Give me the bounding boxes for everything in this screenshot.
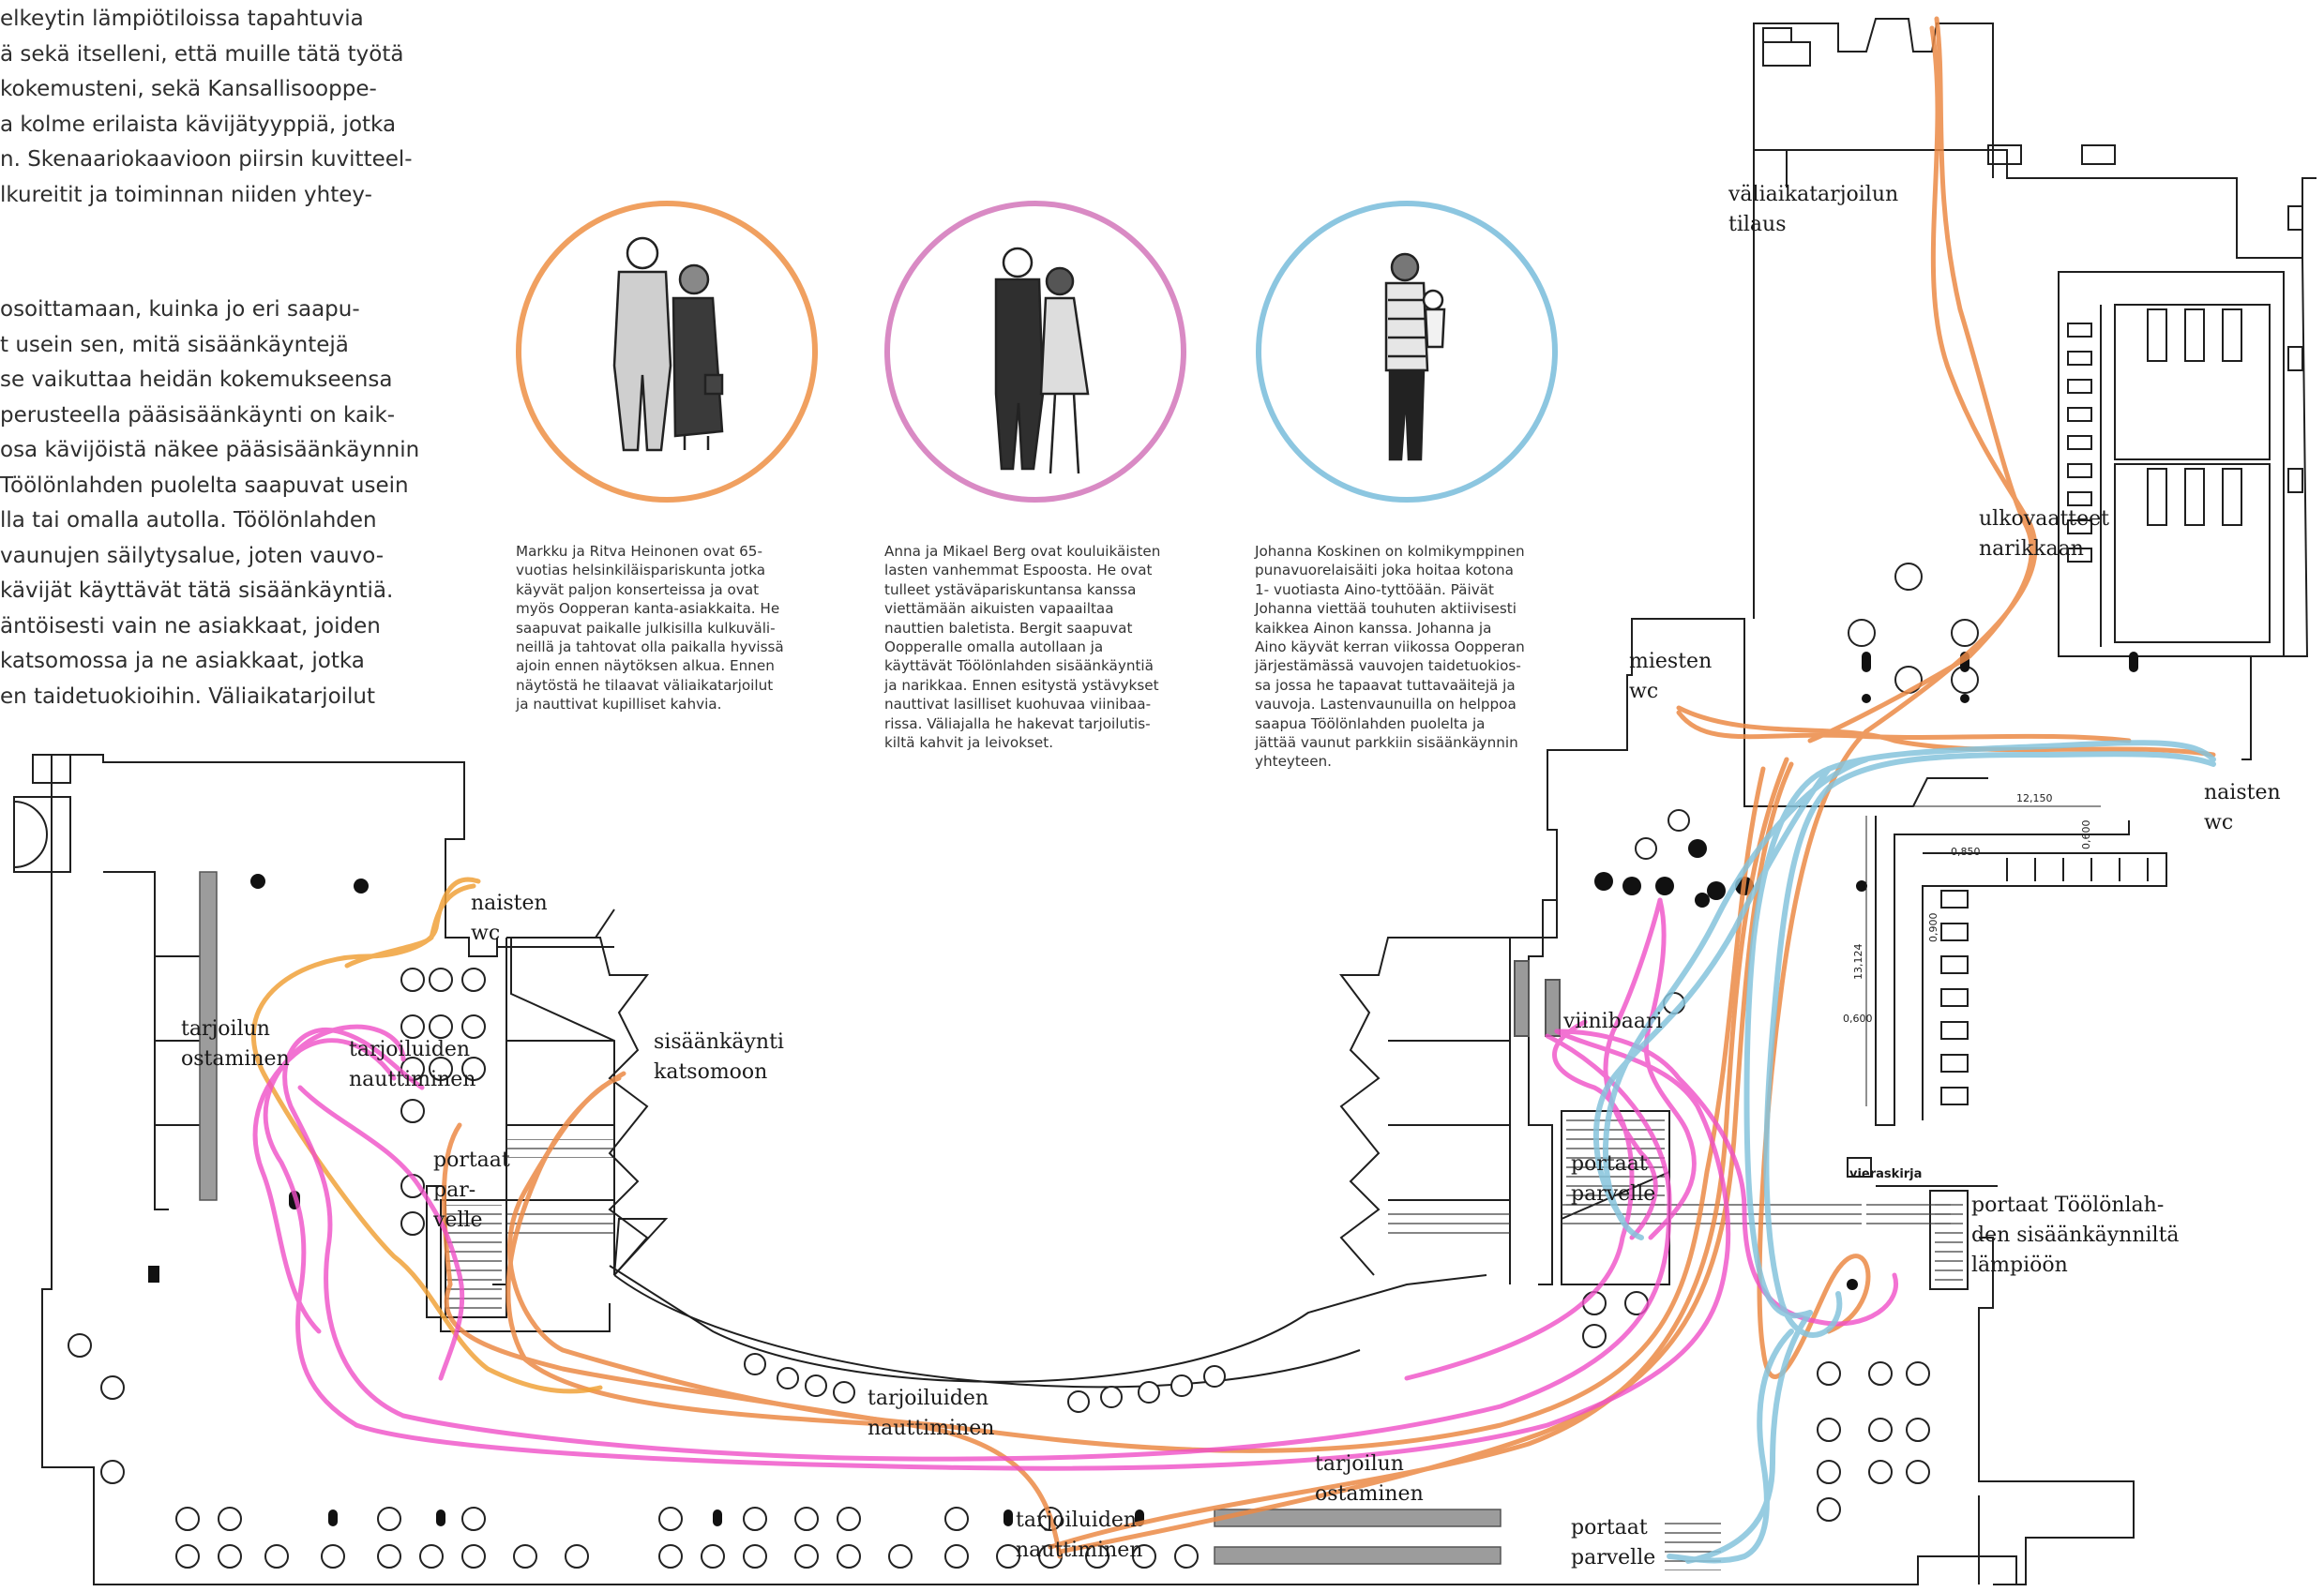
label-miesten-wc: miesten wc xyxy=(1629,650,1713,703)
label-valiaikatarjoilun-tilaus: väliaikatarjoilun tilaus xyxy=(1728,183,1899,236)
label-portaat-parvelle-bottom: portaat parvelle xyxy=(1571,1516,1656,1569)
persona-line: lasten vanhemmat Espoosta. He ovat xyxy=(884,562,1153,579)
label-tarjoilun-ostaminen-bottom: tarjoilun ostaminen xyxy=(1315,1452,1424,1506)
dimension-d1: 12,150 xyxy=(2016,792,2053,804)
intro-line: perusteella pääsisäänkäynti on kaik- xyxy=(0,402,396,428)
persona-line: kaikkea Ainon kanssa. Johanna ja xyxy=(1255,619,1492,637)
label-vieraskirja: vieraskirja xyxy=(1849,1167,1923,1181)
intro-line: elkeytin lämpiötiloissa tapahtuvia xyxy=(0,7,364,31)
dimension-annotations xyxy=(1865,805,2101,1106)
stair-hatching xyxy=(445,1116,1963,1570)
persona-description-3: Johanna Koskinen on kolmikymppinen punav… xyxy=(1255,542,1525,772)
label-viinibaari: viinibaari xyxy=(1563,1010,1663,1033)
persona-line: punavuorelaisäiti joka hoitaa kotona xyxy=(1255,562,1514,579)
persona-line: saapua Töölönlahden puolelta ja xyxy=(1255,714,1486,732)
intro-line: ä sekä itselleni, että muille tätä työtä xyxy=(0,41,404,67)
persona-line: käyvät paljon konserteissa ja ovat xyxy=(516,580,760,598)
persona-ring-2 xyxy=(884,201,1186,503)
dimension-d2: 0,850 xyxy=(1951,846,1981,858)
intro-text-bottom: osoittamaan, kuinka jo eri saapu- t usei… xyxy=(0,293,419,714)
intro-line: se vaikuttaa heidän kokemukseensa xyxy=(0,368,393,392)
label-naisten-wc-right: naisten wc xyxy=(2204,781,2281,834)
route-orange xyxy=(441,16,2216,1559)
dimension-d3: 0,600 xyxy=(2080,820,2092,850)
route-yellow xyxy=(250,877,603,1394)
persona-line: tulleet ystäväpariskuntansa kanssa xyxy=(884,580,1137,598)
couple-illustration xyxy=(994,247,1090,474)
persona-line: yhteyteen. xyxy=(1255,753,1332,771)
persona-line: vauvoja. Lastenvaunuilla on helppoa xyxy=(1255,696,1517,713)
persona-line: myös Oopperan kanta-asiakkaita. He xyxy=(516,600,780,618)
persona-line: saapuvat paikalle julkisilla kulkuväli- xyxy=(516,619,776,637)
persona-line: Johanna Koskinen on kolmikymppinen xyxy=(1255,543,1525,560)
floor-plan xyxy=(13,18,2316,1585)
persona-line: käyttävät Töölönlahden sisäänkäyntiä xyxy=(884,657,1154,675)
label-portaat-parvelle-mid: portaat parvelle xyxy=(1571,1152,1656,1206)
intro-line: osa kävijöistä näkee pääsisäänkäynnin xyxy=(0,438,420,462)
persona-description-2: Anna ja Mikael Berg ovat kouluikäisten l… xyxy=(884,542,1160,752)
intro-line: lkureitit ja toiminnan niiden yhtey- xyxy=(0,182,372,207)
intro-line: äntöisesti vain ne asiakkaat, joiden xyxy=(0,613,381,638)
persona-line: Markku ja Ritva Heinonen ovat 65- xyxy=(516,543,762,560)
left-wing-wall xyxy=(52,754,498,957)
dimension-d4: 0,900 xyxy=(1927,913,1939,943)
persona-description-1: Markku ja Ritva Heinonen ovat 65- vuotia… xyxy=(516,542,784,714)
label-tarjoiluiden-nauttiminen-center: tarjoiluiden nauttiminen xyxy=(868,1387,995,1440)
persona-line: jättää vaunut parkkiin sisäänkäynnin xyxy=(1255,733,1518,751)
persona-line: järjestämässä vauvojen taidetuokios- xyxy=(1255,657,1521,675)
intro-text-top: elkeytin lämpiötiloissa tapahtuvia ä sek… xyxy=(0,2,413,213)
intro-line: a kolme erilaista kävijätyyppiä, jotka xyxy=(0,112,397,137)
persona-line: kiltä kahvit ja leivokset. xyxy=(884,733,1054,751)
label-tarjoiluiden-nauttiminen-bottom: tarjoiluiden nauttiminen xyxy=(1016,1509,1143,1562)
persona-line: nauttien baletista. Bergit saapuvat xyxy=(884,619,1133,637)
intro-line: katsomossa ja ne asiakkaat, jotka xyxy=(0,649,365,673)
persona-line: neillä ja tahtovat olla paikalla hyvissä xyxy=(516,638,784,655)
label-naisten-wc-left: naisten wc xyxy=(471,892,548,945)
label-tarjoiluiden-nauttiminen-left: tarjoiluiden nauttiminen xyxy=(349,1038,476,1091)
dimension-d5: 13,124 xyxy=(1852,944,1864,981)
label-portaat-toolonlahden: portaat Töölönlah- den sisäänkäynniltä l… xyxy=(1971,1194,2180,1277)
persona-line: ja narikkaa. Ennen esitystä ystävykset xyxy=(884,676,1159,694)
persona-line: ja nauttivat kupilliset kahvia. xyxy=(516,696,722,713)
intro-line: vaunujen säilytysalue, joten vauvo- xyxy=(0,543,384,568)
persona-line: vuotias helsinkiläispariskunta jotka xyxy=(516,562,766,579)
persona-circles xyxy=(516,201,1558,503)
persona-ring-3 xyxy=(1256,201,1558,503)
route-magenta xyxy=(252,897,1898,1471)
label-portaat-parvelle-left: portaat par- velle xyxy=(433,1149,510,1232)
persona-line: 1- vuotiasta Aino-tyttöään. Päivät xyxy=(1255,580,1494,598)
furniture-markers xyxy=(148,652,2138,1526)
intro-line: kokemusteni, sekä Kansallisooppe- xyxy=(0,77,377,101)
persona-line: rissa. Väliajalla he hakevat tarjoilutis… xyxy=(884,714,1151,732)
persona-line: Johanna viettää touhuten aktiivisesti xyxy=(1255,600,1517,618)
label-ulkovaatteet-narikkaan: ulkovaatteet narikkaan xyxy=(1979,507,2110,561)
label-sisaankaynti-katsomoon: sisäänkäynti katsomoon xyxy=(654,1030,784,1084)
intro-line: kävijät käyttävät tätä sisäänkäyntiä. xyxy=(0,578,394,603)
intro-line: Töölönlahden puolelta saapuvat usein xyxy=(0,473,409,498)
elderly-couple-illustration xyxy=(612,236,724,452)
persona-line: ajoin ennen näytöksen alkua. Ennen xyxy=(516,657,775,675)
mother-with-baby-illustration xyxy=(1384,252,1446,461)
persona-ring-1 xyxy=(516,201,818,503)
persona-line: näytöstä he tilaavat väliaikatarjoilut xyxy=(516,676,774,694)
dimension-d6: 0,600 xyxy=(1843,1013,1873,1025)
route-blue xyxy=(1592,740,2216,1564)
label-tarjoilun-ostaminen-left: tarjoilun ostaminen xyxy=(181,1017,290,1071)
persona-line: Oopperalle omalla autollaan ja xyxy=(884,638,1104,655)
persona-line: viettämään aikuisten vapaailtaa xyxy=(884,600,1114,618)
intro-line: en taidetuokioihin. Väliaikatarjoilut xyxy=(0,683,376,709)
intro-line: lla tai omalla autolla. Töölönlahden xyxy=(0,508,377,533)
intro-line: t usein sen, mitä sisäänkäyntejä xyxy=(0,332,349,357)
persona-line: Aino käyvät kerran viikossa Oopperan xyxy=(1255,638,1525,655)
counters xyxy=(199,871,1502,1565)
intro-line: n. Skenaariokaavioon piirsin kuvitteel- xyxy=(0,147,413,172)
persona-line: nauttivat lasilliset kuohuvaa viinibaa- xyxy=(884,696,1152,713)
intro-line: osoittamaan, kuinka jo eri saapu- xyxy=(0,297,360,322)
persona-line: Anna ja Mikael Berg ovat kouluikäisten xyxy=(884,543,1161,560)
persona-line: sa jossa he tapaavat tuttavaäitejä ja xyxy=(1255,676,1516,694)
tables xyxy=(68,563,1979,1569)
